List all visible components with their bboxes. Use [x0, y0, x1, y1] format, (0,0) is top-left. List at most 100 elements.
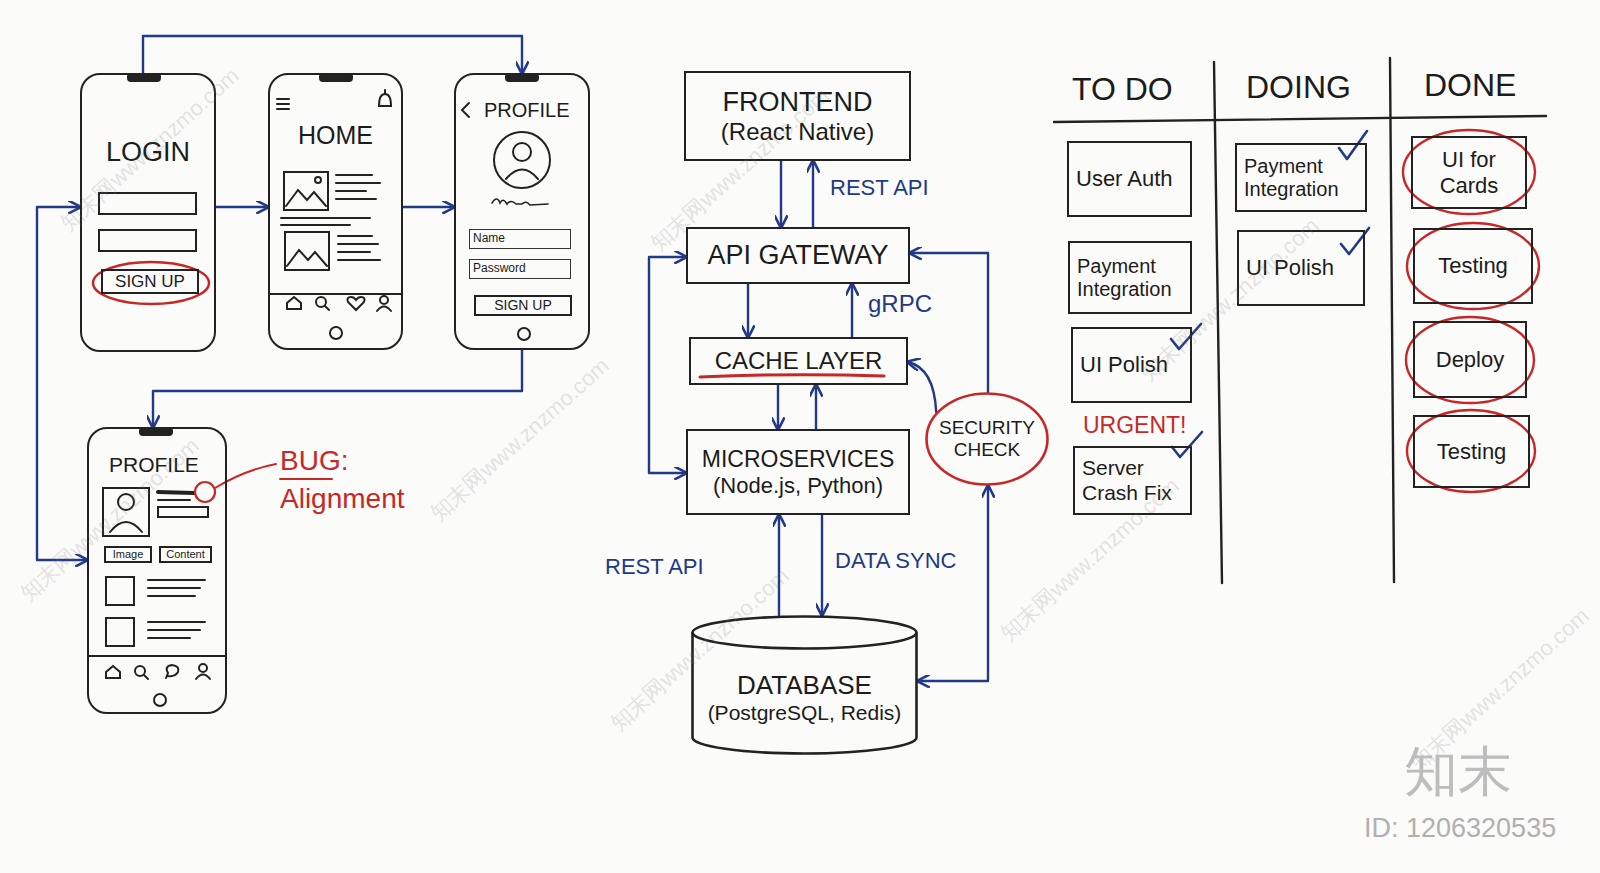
node-title: MICROSERVICES	[702, 446, 895, 472]
field-text: Name	[473, 232, 505, 246]
node-title: SECURITY CHECK	[925, 417, 1049, 461]
person-icon	[377, 307, 391, 312]
process-box: CACHE LAYER	[689, 337, 908, 385]
field-text: Password	[473, 262, 526, 276]
bug-note: BUG:	[280, 446, 348, 477]
watermark-id: ID: 1206320535	[1364, 814, 1556, 844]
text-lines	[281, 175, 380, 225]
phone-notch	[140, 428, 172, 435]
red-circle	[1407, 410, 1535, 492]
process-box: MICROSERVICES(Node.js, Python)	[686, 429, 910, 515]
text-lines	[148, 580, 205, 596]
button: SIGN UP	[101, 269, 199, 294]
node-title: API GATEWAY	[707, 240, 888, 271]
task-card: Testing	[1413, 228, 1533, 304]
node-title: CACHE LAYER	[715, 347, 883, 375]
edge-label: gRPC	[868, 291, 932, 317]
image-mountain	[286, 190, 326, 206]
checkmarks	[1171, 131, 1369, 457]
task-card: User Auth	[1067, 141, 1192, 217]
checkmark	[1339, 131, 1367, 159]
avatar-head	[513, 143, 531, 161]
image-mountain	[287, 250, 327, 266]
input-field	[99, 230, 196, 251]
field-text: SIGN UP	[115, 272, 185, 292]
search-icon	[135, 666, 145, 676]
connector-arrow	[812, 161, 814, 227]
connector-arrow	[649, 257, 686, 473]
task-card: Payment Integration	[1068, 241, 1192, 314]
connector-arrow	[216, 206, 268, 208]
button: Image	[104, 546, 152, 563]
input-field: Password	[469, 259, 571, 279]
connector-arrow	[780, 161, 782, 227]
image-sun	[315, 177, 321, 183]
red-circle	[1407, 223, 1539, 309]
connector-arrow	[403, 206, 454, 208]
edge-label: REST API	[605, 555, 704, 579]
field-box	[158, 507, 208, 517]
node-subtitle: (PostgreSQL, Redis)	[708, 701, 902, 725]
edge-label: REST API	[830, 176, 929, 200]
connector-arrow	[851, 284, 853, 337]
phone-notch	[128, 74, 160, 81]
heart-icon	[347, 297, 364, 310]
screen-title: HOME	[270, 121, 401, 150]
list-thumb	[106, 577, 134, 605]
red-underline	[700, 375, 884, 377]
column-header: DOING	[1246, 70, 1351, 105]
phone-notch	[320, 74, 352, 81]
card-text: Testing	[1438, 253, 1508, 278]
kanban-grid	[1054, 58, 1546, 583]
task-card: Testing	[1413, 415, 1530, 488]
node-subtitle: (Node.js, Python)	[713, 473, 883, 498]
edge-label: DATA SYNC	[835, 549, 956, 573]
avatar-circle	[494, 132, 550, 188]
chat-icon	[166, 665, 178, 678]
person-icon	[380, 296, 388, 304]
column-header: DONE	[1424, 68, 1516, 103]
bug-underline	[280, 478, 332, 480]
bug-note: Alignment	[280, 484, 405, 515]
done-circles	[1403, 130, 1539, 492]
red-circle	[1406, 317, 1534, 403]
connector-arrow	[910, 253, 988, 392]
card-text: Deploy	[1436, 347, 1504, 372]
search-icon	[316, 297, 326, 307]
home-sketch	[270, 74, 401, 339]
image-placeholder	[285, 232, 329, 270]
card-text: User Auth	[1076, 166, 1183, 191]
field-text: SIGN UP	[494, 297, 552, 313]
home-icon	[287, 297, 301, 309]
home-button	[330, 327, 342, 339]
search-icon	[144, 675, 148, 679]
card-text: Payment Integration	[1077, 255, 1183, 301]
card-text: Testing	[1437, 439, 1507, 464]
node-title: DATABASE	[737, 671, 872, 701]
text-line	[158, 499, 190, 501]
bug-leader	[215, 464, 276, 488]
search-icon	[325, 306, 329, 310]
text-lines	[338, 236, 380, 260]
connector-arrow	[918, 486, 988, 681]
connector-arrow	[777, 385, 779, 429]
process-box: API GATEWAY	[686, 227, 910, 284]
connector-arrow	[747, 284, 749, 337]
watermark-logo: 知末	[1404, 742, 1512, 801]
signature-scribble	[492, 199, 548, 205]
person-icon	[199, 664, 207, 672]
menu-icon	[277, 99, 289, 109]
home-button	[518, 328, 530, 340]
column-divider	[1390, 58, 1394, 582]
phone-screen: PROFILENamePasswordSIGN UP	[454, 73, 590, 350]
connector-arrow	[143, 36, 522, 73]
back-chevron	[462, 103, 469, 117]
bell-icon	[379, 90, 391, 106]
task-card: UI for Cards	[1411, 136, 1527, 209]
watermark: 知末网www.znzmo.com	[426, 354, 614, 527]
check-ellipse: SECURITY CHECK	[925, 392, 1049, 486]
task-card: Deploy	[1413, 321, 1527, 398]
red-circle	[1403, 130, 1535, 214]
list-thumb	[106, 618, 134, 646]
